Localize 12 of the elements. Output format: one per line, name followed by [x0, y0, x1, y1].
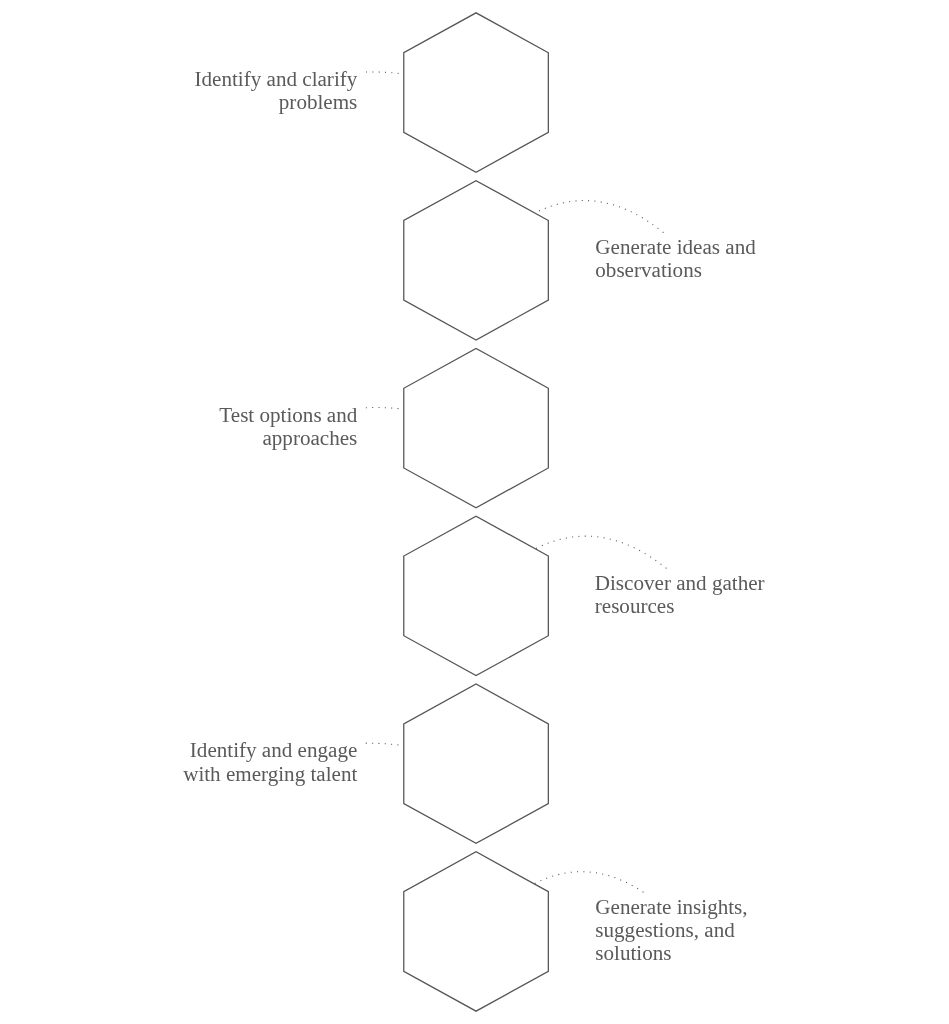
- node-hexagon: [402, 515, 549, 677]
- node-text: Generate insights, suggestions, and solutions: [594, 894, 748, 965]
- node-text: Test options and approaches: [218, 402, 357, 450]
- node-text: Identify and engage with emerging talent: [182, 738, 357, 786]
- node-hexagon: [402, 683, 549, 845]
- node-hexagon: [402, 12, 549, 173]
- node-hexagon: [402, 347, 549, 509]
- node-hexagon: [402, 179, 549, 341]
- node-text: Generate ideas and observations: [594, 234, 756, 283]
- node-hexagon: [402, 851, 549, 1012]
- node-text: Discover and gather resources: [594, 570, 765, 618]
- node-text: Identify and clarify problems: [194, 67, 357, 115]
